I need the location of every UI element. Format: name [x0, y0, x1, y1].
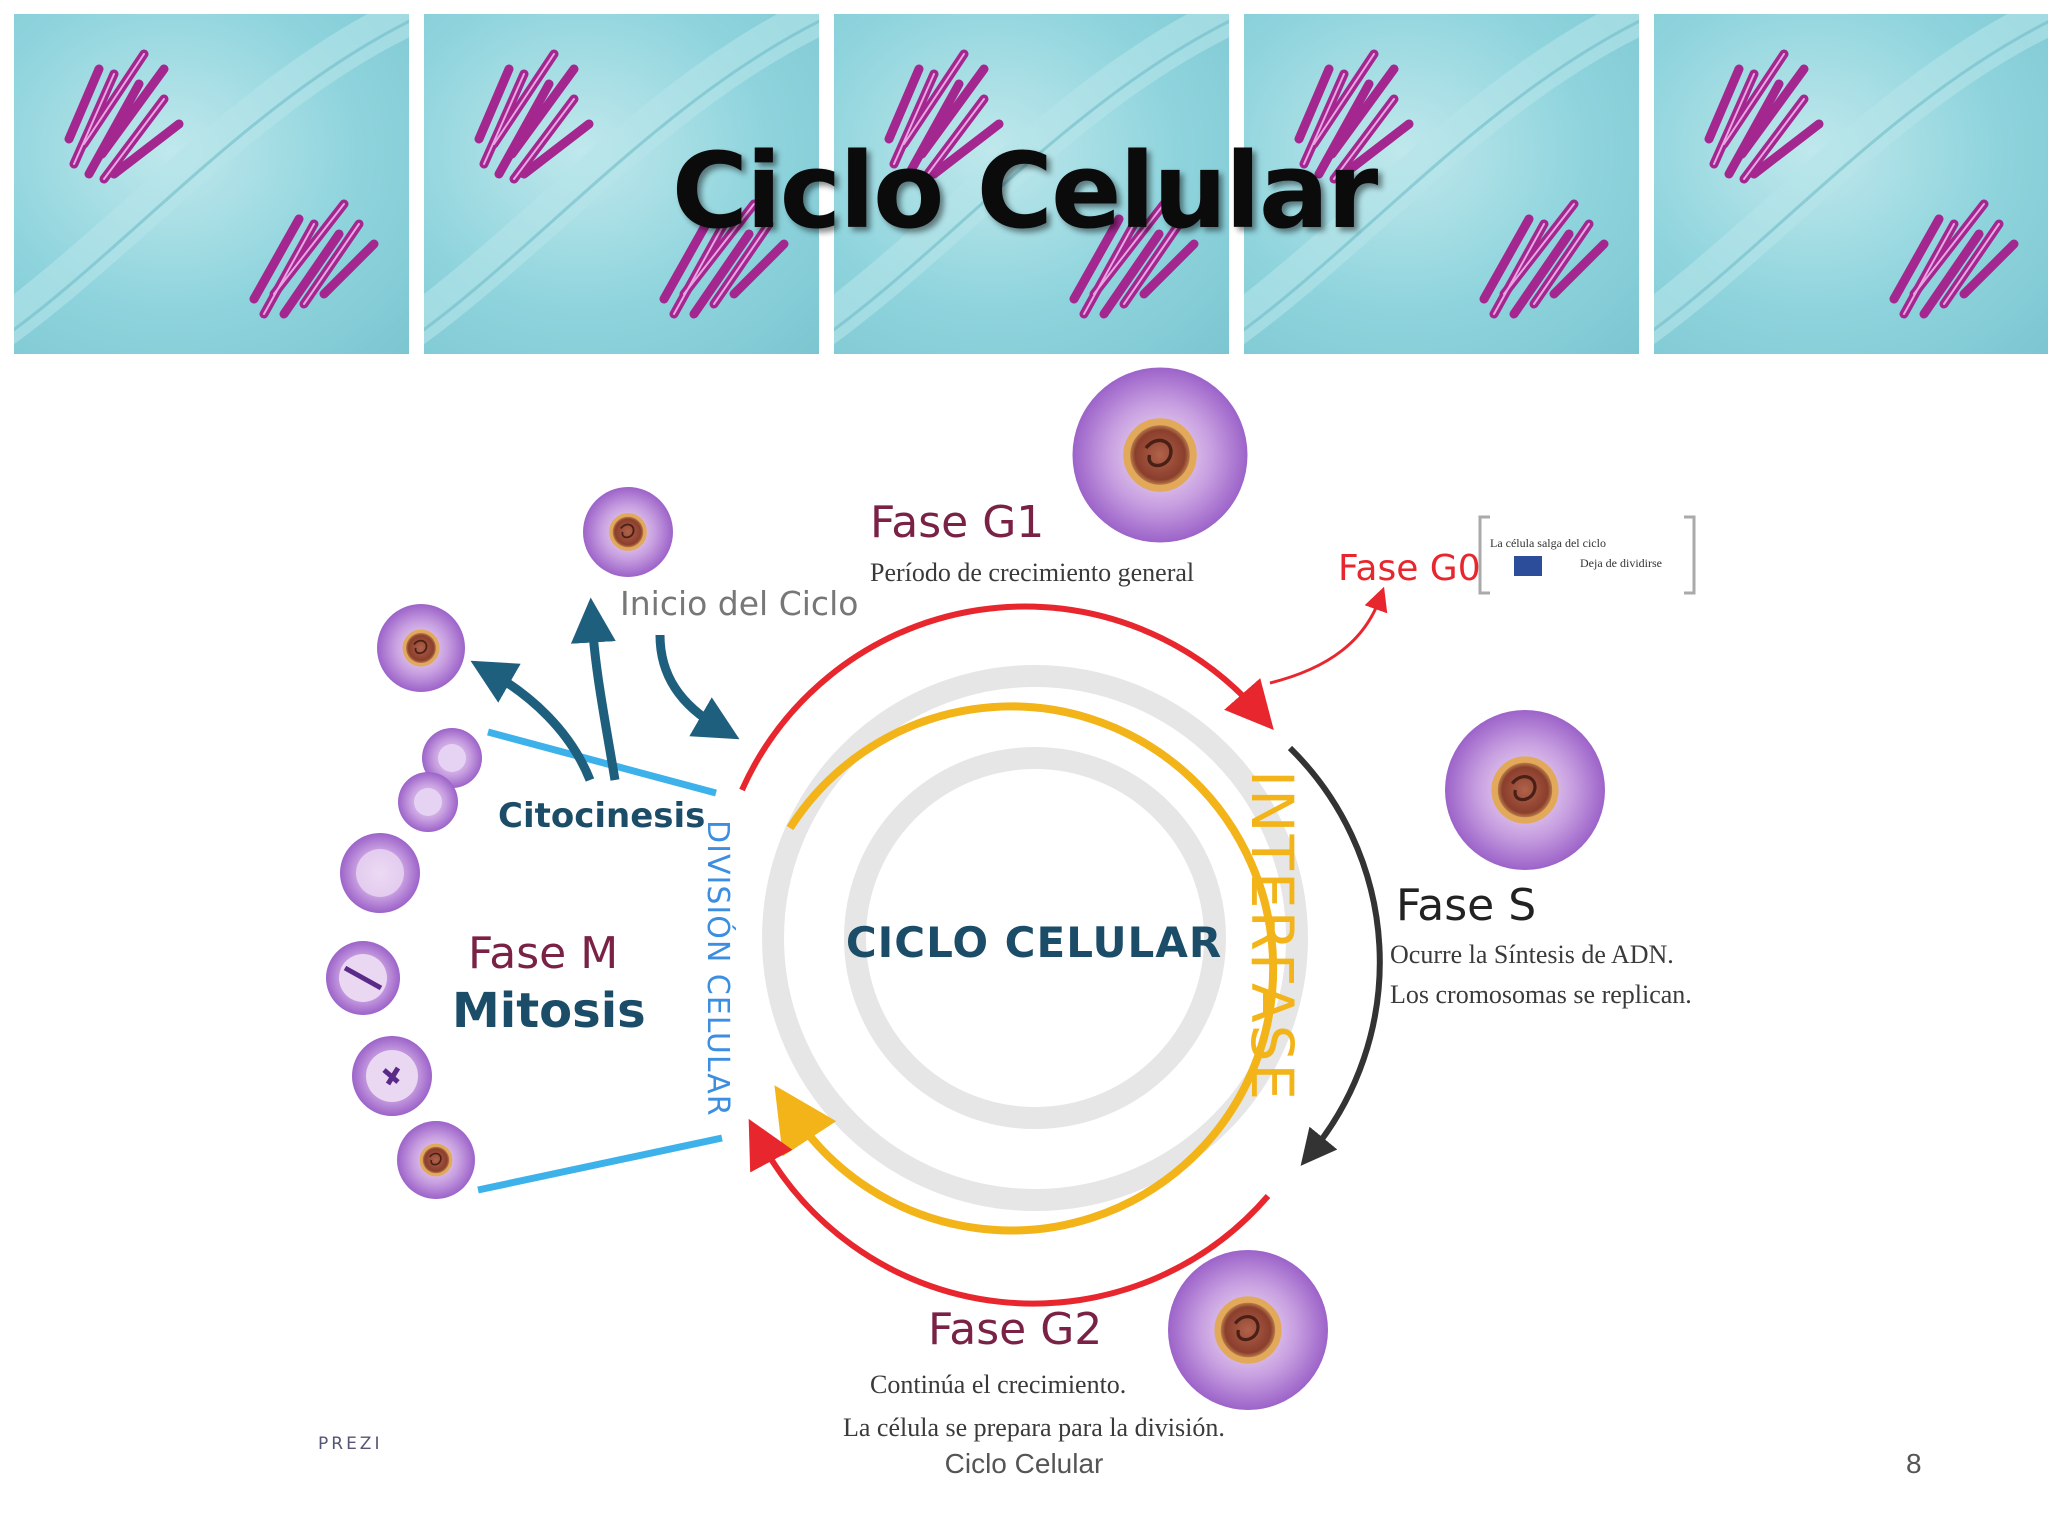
- g2-arrow: [748, 1118, 1271, 1307]
- g0-bracket-left: [1478, 515, 1490, 595]
- micrograph-tile: [14, 14, 409, 354]
- division-line-top: [487, 728, 717, 797]
- interfase-arc: [774, 702, 1278, 1235]
- cell-dividing-illustration: [398, 728, 482, 832]
- g0-thumbnail-icon: [1514, 556, 1542, 576]
- mitosis-label: Mitosis: [452, 983, 646, 1039]
- entry-arrow: [655, 634, 740, 740]
- g0-arrow: [1269, 586, 1388, 685]
- micrograph-tile: [1244, 14, 1639, 354]
- g1-arrow: [739, 603, 1274, 792]
- fase-g2-desc-2: La célula se prepara para la división.: [843, 1413, 1225, 1442]
- fase-s-desc-1: Ocurre la Síntesis de ADN.: [1390, 940, 1674, 969]
- footer-title: Ciclo Celular: [944, 1448, 1104, 1479]
- cell-daughter-illustration: [375, 602, 467, 694]
- exit-arrow-up: [570, 597, 620, 781]
- micrograph-tile: [424, 14, 819, 354]
- cell-metaphase-illustration: [326, 941, 400, 1015]
- fase-m-title: Fase M: [468, 928, 619, 979]
- division-celular-label: DIVISIÓN CELULAR: [700, 820, 735, 1117]
- cell-g2-illustration: [1168, 1250, 1328, 1410]
- inner-gray-ring: [844, 747, 1226, 1129]
- cell-g1-illustration: [1073, 368, 1248, 543]
- division-line-bottom: [477, 1134, 723, 1194]
- inicio-del-ciclo-label: Inicio del Ciclo: [620, 584, 859, 623]
- cell-start-illustration: [581, 485, 675, 579]
- fase-g1-desc: Período de crecimiento general: [870, 558, 1195, 587]
- fase-g0-title: Fase G0: [1338, 548, 1481, 589]
- exit-arrow-left: [470, 660, 595, 782]
- micrograph-tile: [834, 14, 1229, 354]
- fase-g2-desc-1: Continúa el crecimiento.: [870, 1370, 1127, 1399]
- fase-g0-note-1: La célula salga del ciclo: [1490, 536, 1606, 550]
- fase-s-desc-2: Los cromosomas se replican.: [1390, 980, 1692, 1009]
- cell-late-g2-illustration: [395, 1119, 477, 1201]
- fase-g0-note-2: Deja de dividirse: [1580, 556, 1662, 570]
- outer-gray-ring: [762, 665, 1308, 1211]
- page-number: 8: [1906, 1448, 1922, 1479]
- fase-g1-title: Fase G1: [870, 497, 1045, 548]
- micrograph-tile: [1654, 14, 2048, 354]
- ciclo-celular-center-label: CICLO CELULAR: [845, 918, 1223, 967]
- banner-micrographs: [0, 0, 2048, 360]
- cell-anaphase-illustration: [340, 833, 420, 913]
- cell-s-illustration: [1445, 710, 1605, 870]
- citocinesis-label: Citocinesis: [498, 796, 706, 836]
- g0-bracket-right: [1684, 515, 1696, 595]
- s-arrow: [1287, 745, 1383, 1166]
- interfase-label: INTERFASE: [1238, 770, 1306, 1103]
- cell-prophase-illustration: [352, 1036, 432, 1116]
- fase-s-title: Fase S: [1396, 880, 1537, 931]
- prezi-logo: PREZI: [318, 1434, 383, 1454]
- slide-title: Ciclo Celular: [671, 130, 1379, 252]
- fase-g2-title: Fase G2: [928, 1304, 1103, 1355]
